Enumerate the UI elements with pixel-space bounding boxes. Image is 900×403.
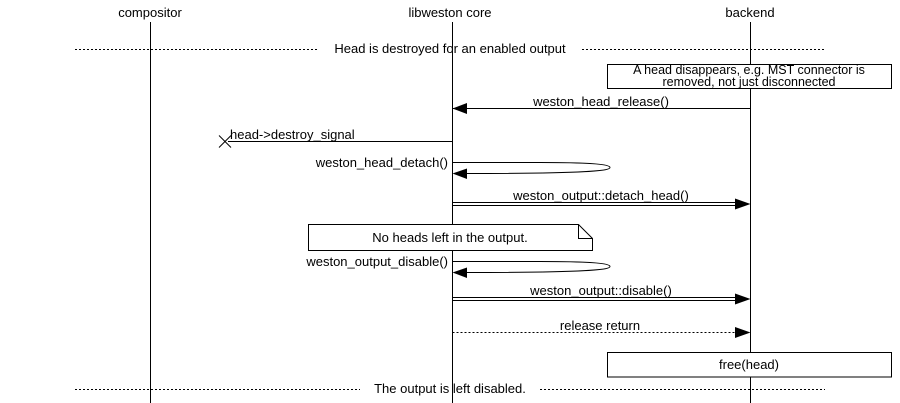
action-box-free-head-shape [607,352,892,378]
note-folded-no-heads-text: No heads left in the output. [372,230,528,245]
note-box-head-disappears-text: A head disappears, e.g. MST connector is… [607,63,891,89]
note-line: A head disappears, e.g. MST connector is [633,63,865,77]
divider-bottom-label: The output is left disabled. [374,381,526,396]
message-label-release-return: release return [559,318,641,333]
message-arrow-head-destroy-signal [218,135,453,148]
message-label-weston-head-detach: weston_head_detach() [315,155,448,170]
message-label-head-destroy-signal: head->destroy_signal [230,127,355,142]
message-arrow-release-return [452,327,751,338]
actor-label-backend: backend [725,5,775,20]
message-label-weston-output-disable-self: weston_output_disable() [306,254,448,269]
message-label-weston-output-disable: weston_output::disable() [530,283,672,298]
message-label-weston-head-release: weston_head_release() [533,94,669,109]
message-arrow-weston-head-release [452,103,751,114]
note-fold-corner-icon [578,224,593,239]
message-label-weston-output-detach-head: weston_output::detach_head() [513,188,689,203]
message-arrow-weston-output-detach-head [452,198,751,210]
self-call-arrow-weston-output-disable [452,261,611,278]
actor-label-compositor: compositor [118,5,182,20]
note-box-head-disappears-shape [607,64,892,89]
actor-label-libweston-core: libweston core [408,5,492,20]
note-folded-no-heads-shape [308,224,593,251]
message-arrow-weston-output-disable [452,293,751,305]
action-box-free-head-text: free(head) [719,357,779,372]
note-line: removed, not just disconnected [662,75,836,89]
self-call-arrow-weston-head-detach [452,162,611,179]
divider-top-label: Head is destroyed for an enabled output [334,41,566,56]
